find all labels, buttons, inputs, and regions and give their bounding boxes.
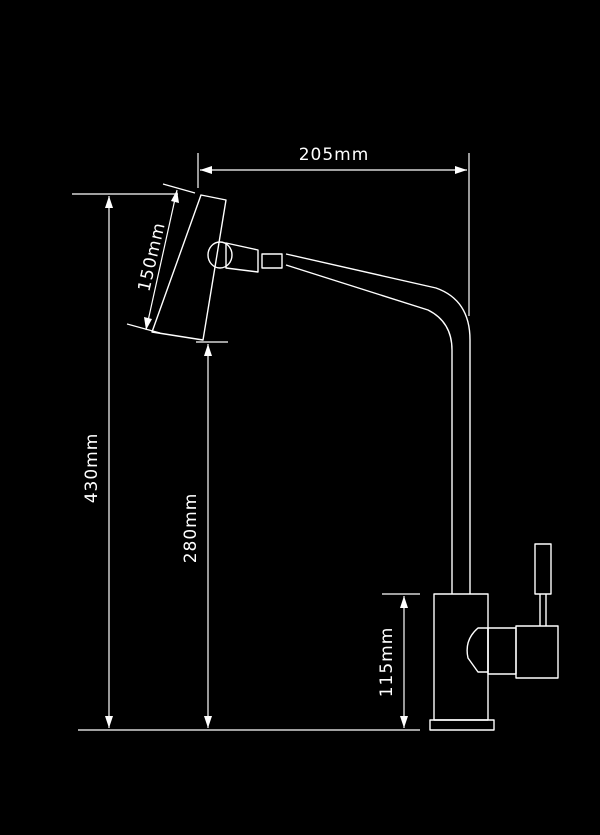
faucet-outline [151,194,559,731]
spout-head-label: 150mm [134,220,169,293]
faucet-body [433,593,489,721]
faucet-spray-head [151,194,227,341]
faucet-handle-cartridge [466,627,489,673]
outlet-height-arrow-top [204,344,212,356]
body-height-arrow-top [400,596,408,608]
faucet-swivel-connector [225,242,259,273]
faucet-spout-stem [285,253,471,594]
faucet-handle-collar [515,625,559,679]
faucet-spout-joint [261,253,283,269]
spout-head-arrow-top [171,190,179,203]
total-height-label: 430mm [82,433,102,504]
outlet-height-arrow-bottom [204,716,212,728]
width-label: 205mm [299,145,370,165]
total-height-arrow-top [105,196,113,208]
body-height-label: 115mm [377,627,397,698]
spout-head-arrow-bottom [144,317,152,330]
width-arrow-right [455,166,467,174]
outlet-height-label: 280mm [181,493,201,564]
faucet-base-plate [429,719,495,731]
body-height-arrow-bottom [400,716,408,728]
spout-head-tick-top [162,183,196,194]
width-arrow-left [200,166,212,174]
faucet-handle-hub [487,627,517,675]
total-height-arrow-bottom [105,716,113,728]
faucet-lever-stick [539,594,547,626]
faucet-lever-grip [534,543,552,595]
dimension-lines [72,153,470,731]
faucet-swivel-knob [207,241,233,269]
spout-head-dimension-line [145,189,178,331]
spout-head-tick-bottom [126,323,161,334]
